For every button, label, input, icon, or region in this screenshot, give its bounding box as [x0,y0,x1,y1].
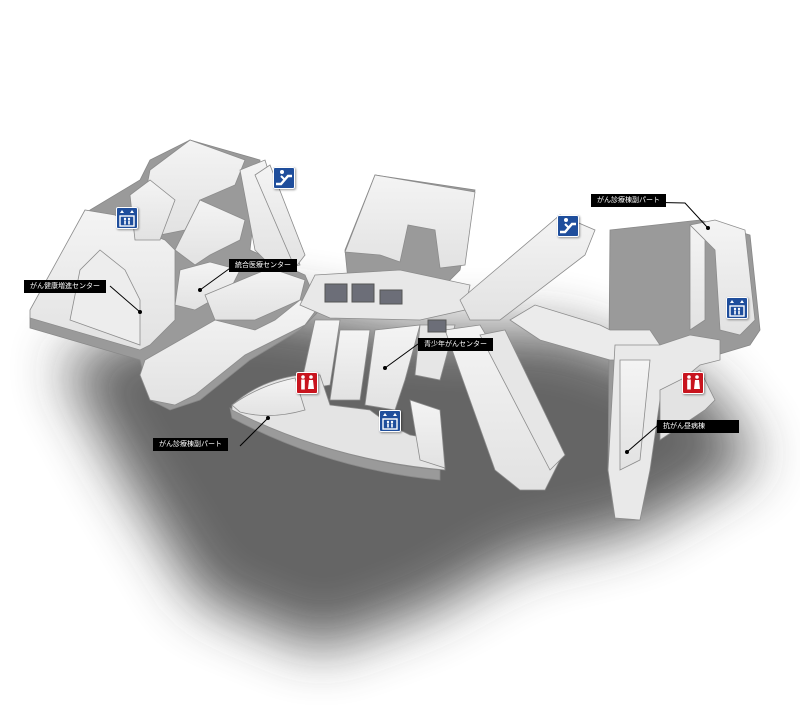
label-kogan: 抗がん昼病棟 [657,420,739,433]
elevator-icon[interactable] [116,207,138,229]
label-seishonen: 青少年がんセンター [418,338,493,351]
center-machines [324,283,447,333]
label-shinryo-east: がん診療棟副パート [591,194,666,207]
label-kenko-zoshin: がん健康増進センター [24,280,106,293]
label-shinryo-west: がん診療棟副パート [153,438,228,451]
escalator-icon[interactable] [273,167,295,189]
west-complex [29,139,321,406]
elevator-icon[interactable] [726,297,748,319]
restroom-icon[interactable] [296,372,318,394]
label-togo-iryo: 統合医療センター [229,259,297,272]
center-complex [231,174,476,471]
escalator-icon[interactable] [557,215,579,237]
restroom-icon[interactable] [682,372,704,394]
elevator-icon[interactable] [379,410,401,432]
